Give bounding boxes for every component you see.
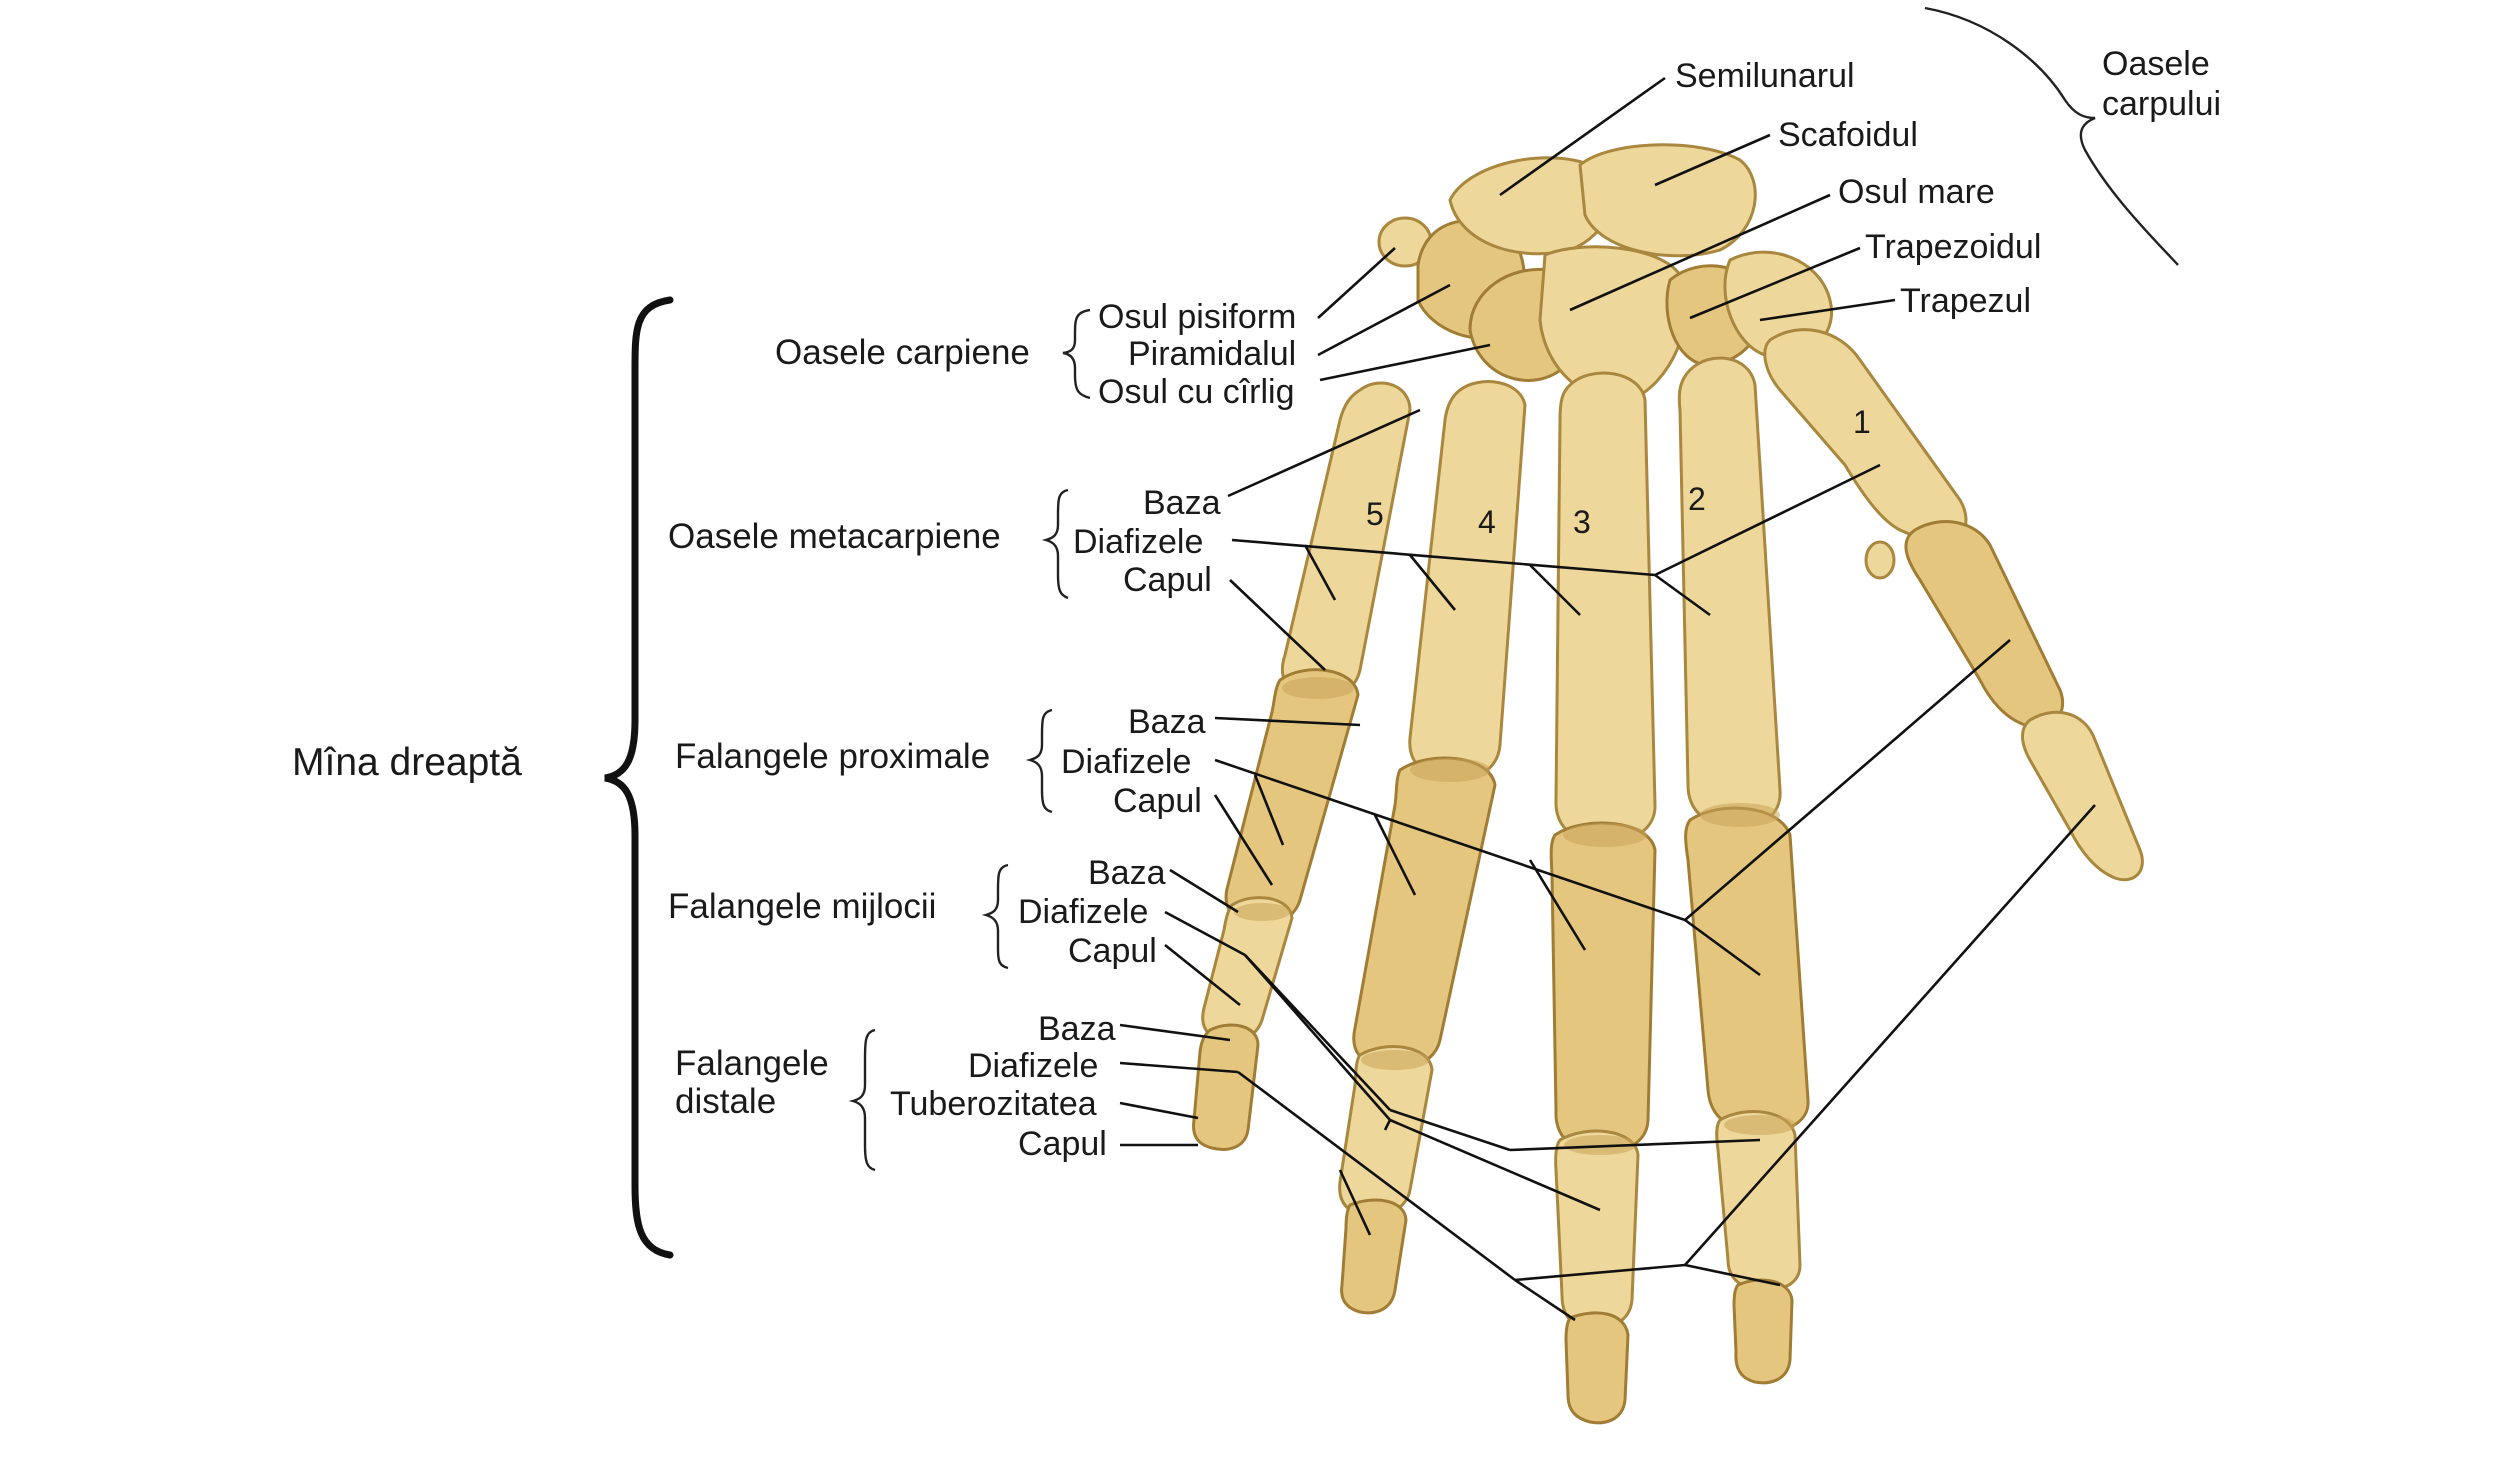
group-oasele-metacarpiene: Oasele metacarpiene <box>668 517 1001 556</box>
thumb-sesamoid <box>1864 540 1896 580</box>
carpus-group-line2: carpului <box>2102 85 2221 123</box>
metacarpal-diafizele: Diafizele <box>1073 523 1203 561</box>
group-falangele-distale-1: Falangele <box>675 1044 829 1083</box>
distal-tuberozitatea: Tuberozitatea <box>890 1085 1097 1123</box>
middle-distal-phalanx <box>1564 1311 1630 1425</box>
finger-number-1: 1 <box>1853 404 1871 440</box>
hand-brace <box>604 296 674 1259</box>
proximal-baza: Baza <box>1128 703 1206 741</box>
hand-bones <box>1192 143 2144 1425</box>
braces <box>604 6 2179 1259</box>
distal-diafizele: Diafizele <box>968 1047 1098 1085</box>
thumb-distal-phalanx <box>2021 710 2144 882</box>
metacarpal-capul: Capul <box>1123 561 1212 599</box>
finger-number-2: 2 <box>1688 481 1706 517</box>
group-oasele-carpiene: Oasele carpiene <box>775 333 1030 372</box>
finger-number-5: 5 <box>1366 496 1384 532</box>
group-falangele-distale-2: distale <box>675 1082 776 1121</box>
ring-metacarpal <box>1408 380 1527 782</box>
little-distal-phalanx <box>1192 1023 1260 1151</box>
metacarpal-brace <box>1041 488 1069 600</box>
middle-middle-phalanx <box>1554 1129 1640 1330</box>
leader-lines <box>1119 76 2096 1322</box>
middle-finger-bones <box>1549 371 1657 1425</box>
index-metacarpal <box>1677 356 1782 830</box>
labels: Mîna dreaptă Oasele carpului Semilunarul… <box>292 45 2221 1163</box>
distal-capul: Capul <box>1018 1125 1107 1163</box>
group-falangele-mijlocii: Falangele mijlocii <box>668 887 936 926</box>
distal-baza: Baza <box>1038 1010 1116 1048</box>
distal-brace <box>848 1028 876 1172</box>
carpus-group-line1: Oasele <box>2102 45 2210 83</box>
index-proximal-phalanx <box>1684 806 1810 1135</box>
little-proximal-phalanx <box>1224 668 1360 927</box>
little-metacarpal <box>1280 381 1412 701</box>
middle-capul: Capul <box>1068 932 1157 970</box>
little-finger-bones <box>1192 381 1412 1151</box>
carpal-bones <box>1377 143 1833 402</box>
middle-baza: Baza <box>1088 854 1166 892</box>
finger-number-3: 3 <box>1573 504 1591 540</box>
joint-shading <box>1234 677 1796 1155</box>
label-osul-mare: Osul mare <box>1838 173 1995 211</box>
thumb-bones <box>1763 328 2144 882</box>
group-falangele-proximale: Falangele proximale <box>675 737 990 776</box>
label-piramidalul: Piramidalul <box>1128 335 1296 373</box>
label-osul-pisiform: Osul pisiform <box>1098 298 1296 336</box>
middle-diafizele: Diafizele <box>1018 893 1148 931</box>
label-semilunarul: Semilunarul <box>1675 57 1855 95</box>
ring-proximal-phalanx <box>1352 756 1497 1071</box>
carpus-brace <box>1924 6 2179 266</box>
thumb-proximal-phalanx <box>1904 520 2065 730</box>
ring-distal-phalanx <box>1340 1198 1408 1315</box>
carpal-brace <box>1062 308 1091 400</box>
middle-brace <box>981 863 1009 970</box>
index-finger-bones <box>1677 356 1810 1385</box>
proximal-brace <box>1025 708 1053 814</box>
label-scafoidul: Scafoidul <box>1778 116 1918 154</box>
middle-proximal-phalanx <box>1549 821 1657 1155</box>
index-middle-phalanx <box>1715 1110 1802 1292</box>
middle-metacarpal <box>1554 371 1657 845</box>
proximal-diafizele: Diafizele <box>1061 743 1191 781</box>
metacarpal-baza: Baza <box>1143 484 1221 522</box>
label-trapezoidul: Trapezoidul <box>1865 228 2041 266</box>
capitate-bone <box>1538 245 1688 402</box>
finger-number-4: 4 <box>1478 504 1496 540</box>
index-distal-phalanx <box>1732 1278 1794 1385</box>
label-trapezul: Trapezul <box>1900 282 2031 320</box>
proximal-capul: Capul <box>1113 782 1202 820</box>
hand-title: Mîna dreaptă <box>292 741 522 784</box>
label-osul-cu-cirlig: Osul cu cîrlig <box>1098 373 1295 411</box>
finger-numbers: 1 2 3 4 5 <box>1366 404 1871 540</box>
